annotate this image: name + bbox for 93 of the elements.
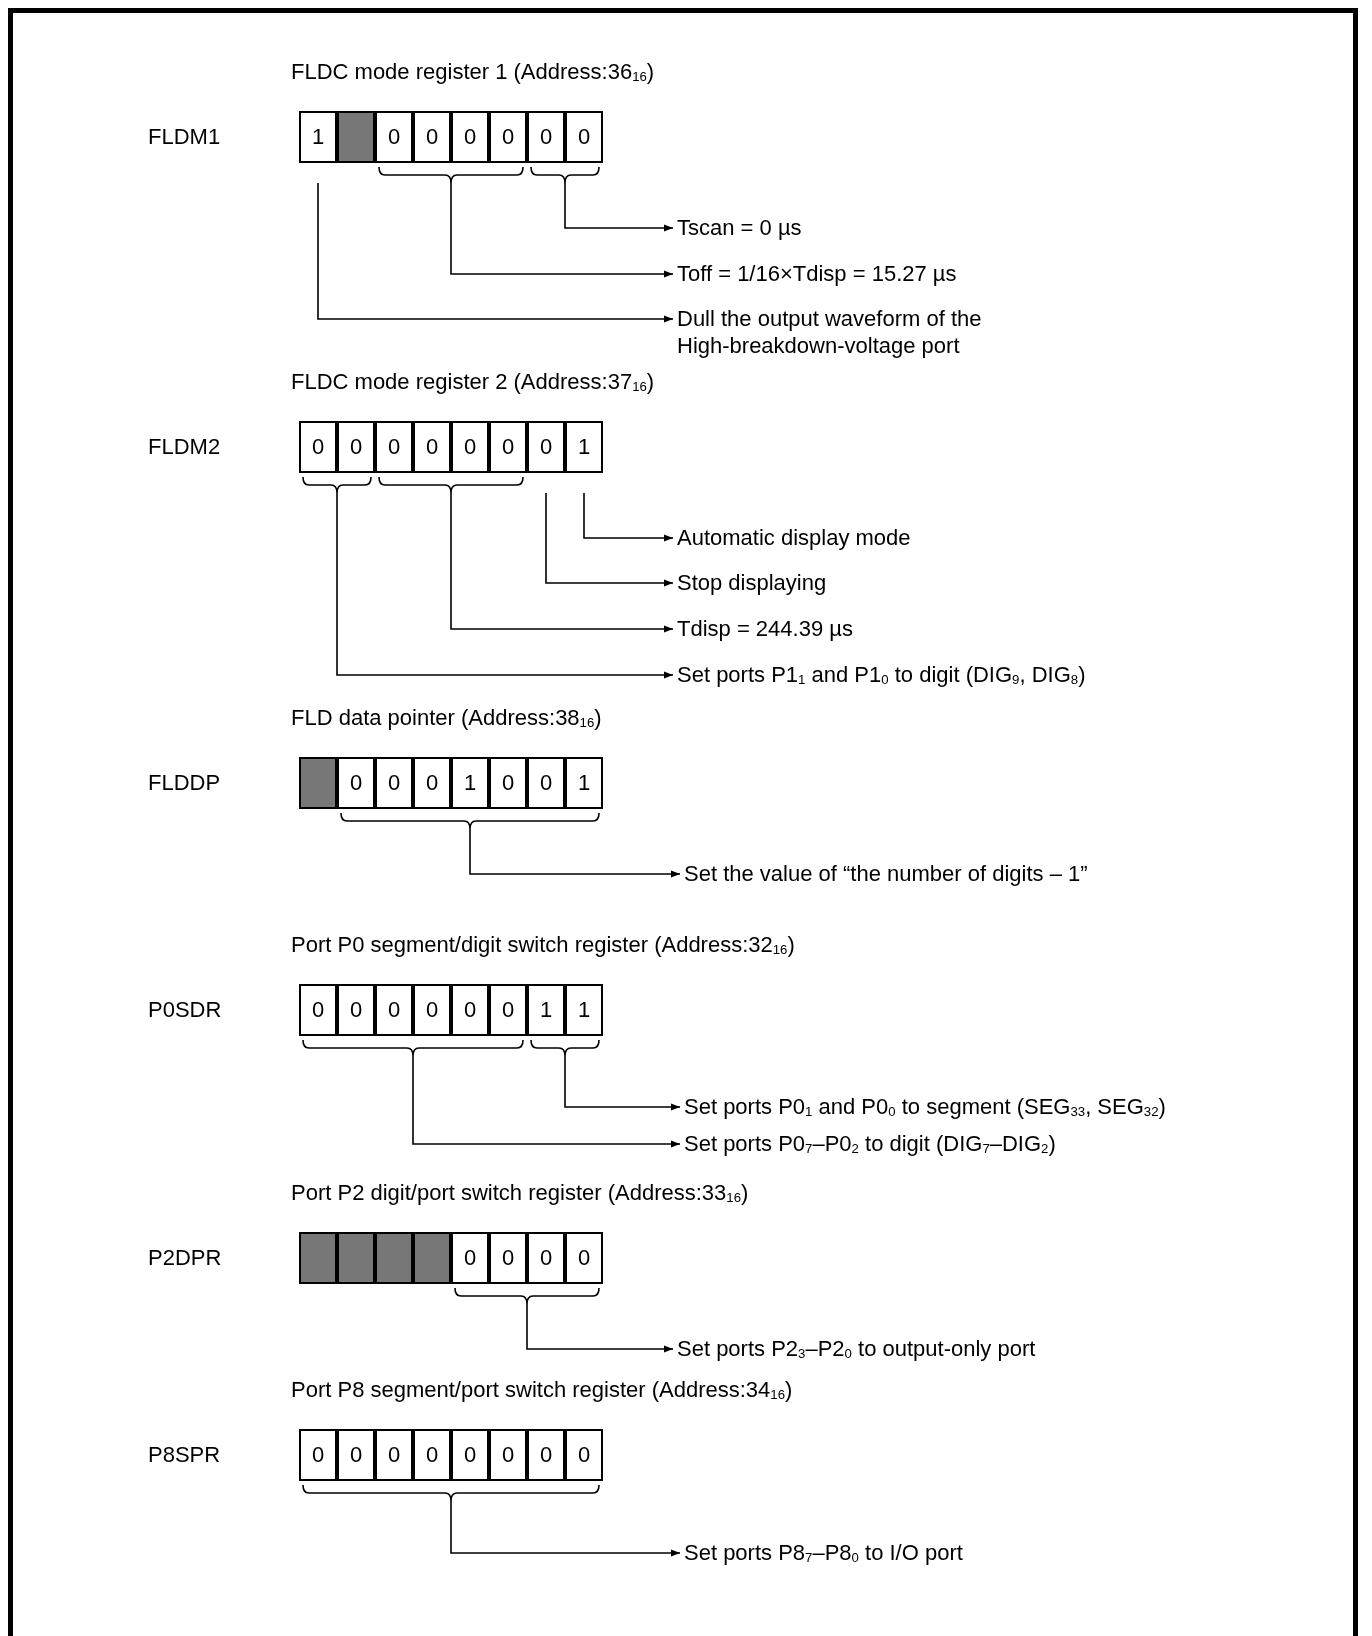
curly-brace — [454, 1288, 600, 1304]
reserved-bit-cell — [337, 1232, 375, 1284]
bit-cell: 0 — [337, 421, 375, 473]
leader-arrow — [545, 492, 674, 587]
description-text: Set ports P8$_{7}$–P8$_{0}$ to I/O port — [684, 1539, 963, 1569]
description-text: Dull the output waveform of the High-breakdown-voltage port — [677, 305, 1017, 359]
bit-cell: 1 — [565, 757, 603, 809]
description-text: Set ports P0$_{1}$ and P0$_{0}$ to segment (SEG$_{33}$, SEG$_{32}$) — [684, 1093, 1166, 1123]
register-name: FLDM1 — [148, 124, 221, 150]
bit-cell: 0 — [527, 1232, 565, 1284]
bit-cell: 0 — [375, 111, 413, 163]
bit-cell: 0 — [565, 1429, 603, 1481]
bit-cell: 0 — [565, 111, 603, 163]
bit-cell: 0 — [299, 984, 337, 1036]
leader-arrow — [336, 492, 674, 679]
leader-arrow — [450, 182, 674, 278]
reserved-bit-cell — [375, 1232, 413, 1284]
bit-cell: 0 — [451, 111, 489, 163]
bit-cell: 0 — [299, 1429, 337, 1481]
leader-arrow — [412, 1055, 681, 1148]
bit-cell: 0 — [489, 1429, 527, 1481]
leader-arrow — [450, 492, 674, 633]
bit-cell: 0 — [413, 421, 451, 473]
curly-brace — [378, 477, 524, 493]
curly-brace — [378, 167, 524, 183]
leader-arrow — [450, 1500, 681, 1557]
curly-brace — [530, 167, 600, 183]
reserved-bit-cell — [299, 757, 337, 809]
bit-cell: 0 — [451, 984, 489, 1036]
bit-cell: 0 — [489, 1232, 527, 1284]
bit-cell: 0 — [489, 111, 527, 163]
curly-brace — [302, 1485, 600, 1501]
bit-cell: 0 — [527, 757, 565, 809]
bit-cell: 0 — [413, 984, 451, 1036]
leader-arrow — [526, 1303, 674, 1353]
curly-brace — [340, 813, 600, 829]
bit-cell: 0 — [375, 757, 413, 809]
bit-cell: 0 — [413, 757, 451, 809]
description-text: Automatic display mode — [677, 524, 911, 551]
bit-cell: 0 — [451, 1232, 489, 1284]
reserved-bit-cell — [413, 1232, 451, 1284]
reserved-bit-cell — [299, 1232, 337, 1284]
leader-arrow — [317, 182, 674, 323]
register-title: Port P0 segment/digit switch register (Address:32$_{16}$) — [291, 932, 795, 959]
description-text: Set ports P0$_{7}$–P0$_{2}$ to digit (DIG$_{7}$–DIG$_{2}$) — [684, 1130, 1056, 1160]
curly-brace — [302, 477, 372, 493]
bit-cell: 0 — [527, 1429, 565, 1481]
bit-cell: 1 — [565, 421, 603, 473]
bit-cell: 0 — [451, 421, 489, 473]
bit-cell: 0 — [527, 421, 565, 473]
description-text: Set ports P2$_{3}$–P2$_{0}$ to output-only port — [677, 1335, 1036, 1365]
description-text: Tscan = 0 µs — [677, 214, 802, 241]
description-text: Set the value of “the number of digits – 1” — [684, 860, 1088, 887]
bit-cell: 1 — [299, 111, 337, 163]
bit-cell: 0 — [489, 757, 527, 809]
register-name: P0SDR — [148, 997, 222, 1023]
description-text: Tdisp = 244.39 µs — [677, 615, 853, 642]
leader-arrow — [564, 1055, 681, 1111]
bit-cell: 0 — [337, 757, 375, 809]
bit-cell: 0 — [375, 1429, 413, 1481]
leader-arrow — [469, 828, 681, 878]
description-text: Toff = 1/16×Tdisp = 15.27 µs — [677, 260, 957, 287]
register-title: Port P8 segment/port switch register (Address:34$_{16}$) — [291, 1377, 793, 1404]
bit-cell: 0 — [413, 1429, 451, 1481]
bit-cell: 0 — [489, 421, 527, 473]
bit-cell: 1 — [565, 984, 603, 1036]
register-name: FLDM2 — [148, 434, 221, 460]
bit-cell: 1 — [527, 984, 565, 1036]
bit-cell: 0 — [337, 984, 375, 1036]
curly-brace — [530, 1040, 600, 1056]
register-name: FLDDP — [148, 770, 221, 796]
register-title: FLD data pointer (Address:38$_{16}$) — [291, 705, 602, 732]
register-name: P8SPR — [148, 1442, 221, 1468]
bit-cell: 0 — [375, 984, 413, 1036]
bit-cell: 0 — [413, 111, 451, 163]
description-text: Set ports P1$_{1}$ and P1$_{0}$ to digit (DIG$_{9}$, DIG$_{8}$) — [677, 661, 1086, 691]
register-title: Port P2 digit/port switch register (Address:33$_{16}$) — [291, 1180, 749, 1207]
register-name: P2DPR — [148, 1245, 222, 1271]
bit-cell: 0 — [565, 1232, 603, 1284]
curly-brace — [302, 1040, 524, 1056]
bit-cell: 0 — [299, 421, 337, 473]
bit-cell: 0 — [337, 1429, 375, 1481]
bit-cell: 0 — [489, 984, 527, 1036]
register-title: FLDC mode register 1 (Address:36$_{16}$) — [291, 59, 655, 86]
bit-cell: 0 — [375, 421, 413, 473]
bit-cell: 0 — [451, 1429, 489, 1481]
reserved-bit-cell — [337, 111, 375, 163]
leader-arrow — [564, 182, 674, 232]
bit-cell: 1 — [451, 757, 489, 809]
register-title: FLDC mode register 2 (Address:37$_{16}$) — [291, 369, 655, 396]
bit-cell: 0 — [527, 111, 565, 163]
leader-arrow — [583, 492, 674, 542]
description-text: Stop displaying — [677, 569, 827, 596]
